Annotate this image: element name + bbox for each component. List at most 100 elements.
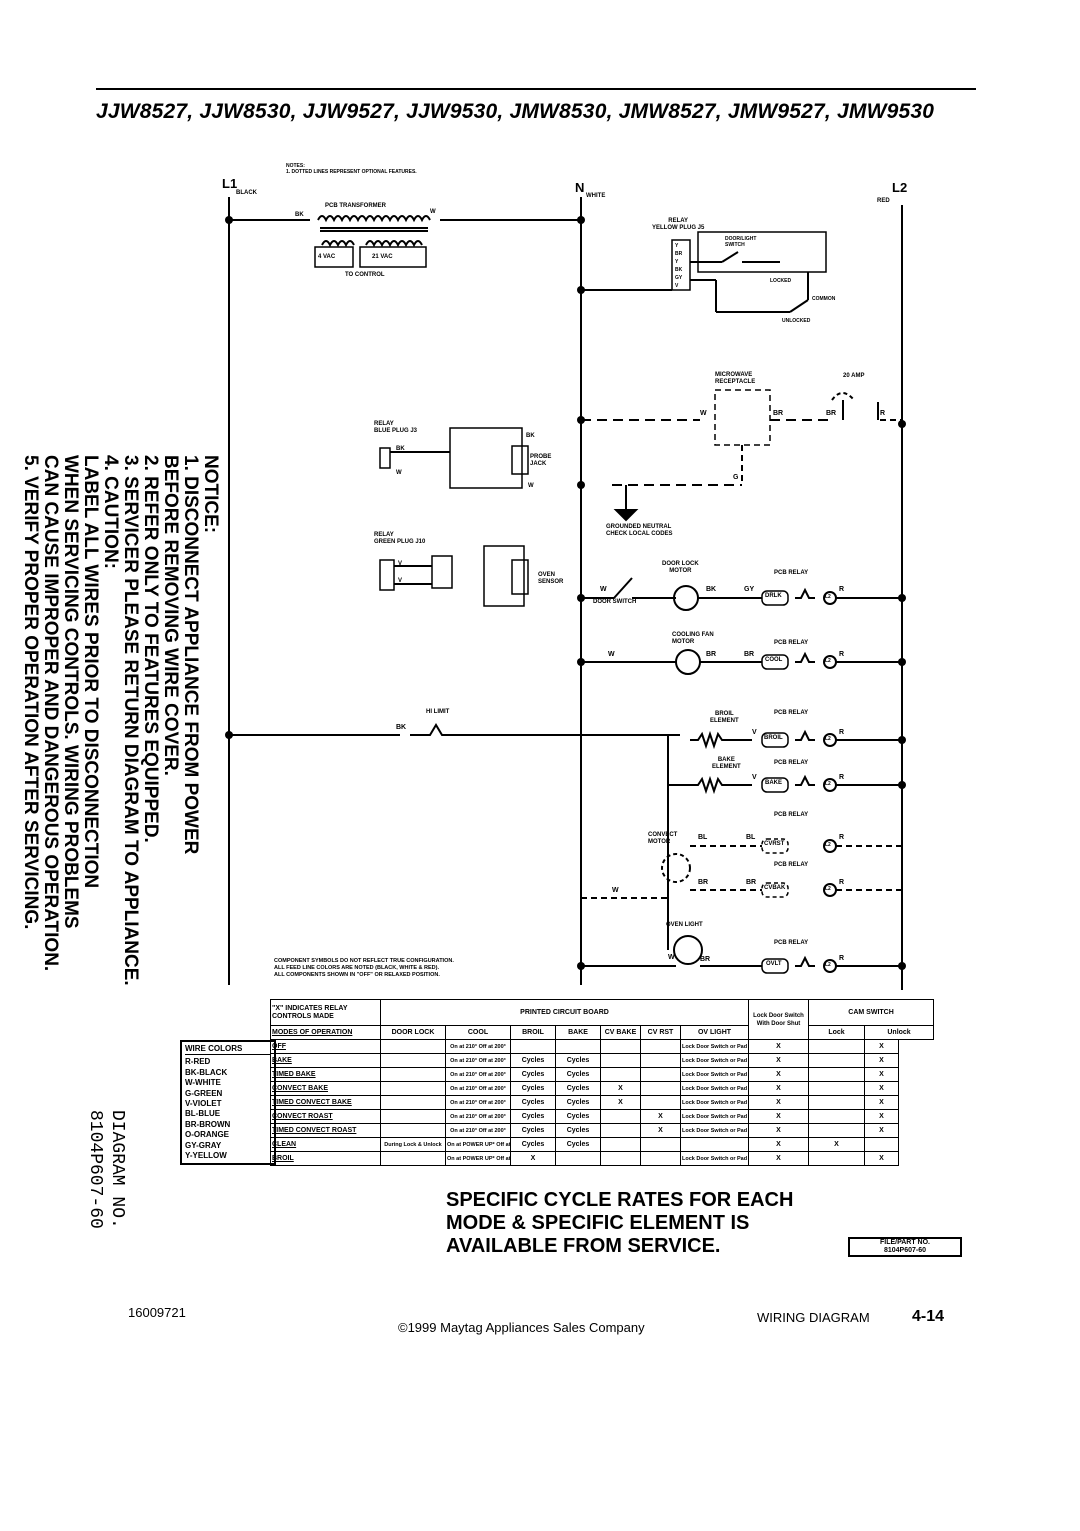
door-lock-motor-label: DOOR LOCK MOTOR xyxy=(662,561,699,575)
table-x-note: "X" INDICATES RELAY CONTROLS MADE xyxy=(270,999,381,1026)
table-cell-ovlight: Lock Door Switch or Pad xyxy=(679,1039,750,1054)
file-part-value: 8104P607-60 xyxy=(883,1247,927,1254)
table-cell-broil: Cycles xyxy=(510,1123,556,1138)
table-board-header: PRINTED CIRCUIT BOARD xyxy=(379,999,750,1026)
component-note: ALL FEED LINE COLORS ARE NOTED (BLACK, W… xyxy=(274,965,439,971)
table-cell-ovlight: Lock Door Switch or Pad xyxy=(679,1109,750,1124)
wire-colors-header: WIRE COLORS xyxy=(185,1044,271,1056)
table-cell-cool: On at 210° Off at 200° xyxy=(445,1095,511,1110)
cooling-fan-label-2: MOTOR xyxy=(672,639,695,645)
table-cell-cvrst xyxy=(640,1081,681,1096)
relay-j5-label-1: RELAY xyxy=(668,218,689,224)
table-col-broil: BROIL xyxy=(510,1025,556,1040)
oven-light-symbol xyxy=(673,935,703,965)
notes-header: NOTES: xyxy=(286,163,305,169)
door-lock-motor-label-2: MOTOR xyxy=(669,568,692,574)
broil-label-2: ELEMENT xyxy=(710,718,739,724)
table-cell-cool: On at POWER UP* Off at 200° xyxy=(445,1137,511,1152)
table-cell-cvbake xyxy=(600,1053,641,1068)
notice-item: 2. REFER ONLY TO FEATURES EQUIPPED. xyxy=(140,455,161,843)
table-cell-door: X xyxy=(748,1095,810,1110)
component-note: ALL COMPONENTS SHOWN IN "OFF" OR RELAXED… xyxy=(274,972,440,978)
pin: BR xyxy=(675,251,683,257)
door-light-switch-label-1: DOOR/LIGHT xyxy=(725,236,757,242)
table-cell-cam_lock xyxy=(808,1123,866,1138)
lock-switch-contact xyxy=(789,299,809,313)
microwave-br: BR xyxy=(773,410,784,417)
hi-limit-bk: BK xyxy=(396,724,407,731)
table-mode-cell: TIMED BAKE xyxy=(270,1067,381,1082)
cooling-fan-w: W xyxy=(608,651,615,658)
bake-r: R xyxy=(839,774,845,781)
convect-motor-symbol xyxy=(661,853,691,883)
notice-item: BEFORE REMOVING WIRE COVER. xyxy=(160,455,181,776)
convect-bl-2: BL xyxy=(746,834,756,841)
table-cell-cvrst xyxy=(640,1137,681,1152)
table-cell-cvrst xyxy=(640,1151,681,1166)
table-cell-broil: Cycles xyxy=(510,1109,556,1124)
footer-section: WIRING DIAGRAM xyxy=(757,1310,870,1325)
table-cell-cool: On at 210° Off at 200° xyxy=(445,1039,511,1054)
table-mode-cell: BAKE xyxy=(270,1053,381,1068)
table-col-ov-light: OV LIGHT xyxy=(679,1025,750,1040)
table-cell-door: X xyxy=(748,1137,810,1152)
table-cell-cool: On at 210° Off at 200° xyxy=(445,1067,511,1082)
transformer-secondary-21vac xyxy=(365,240,423,248)
table-cell-lock xyxy=(380,1109,446,1124)
table-cell-cvbake xyxy=(600,1067,641,1082)
oven-light-l2: L2 xyxy=(825,962,831,968)
ground-arrow xyxy=(613,509,639,522)
table-cell-cam_lock xyxy=(808,1151,866,1166)
convect-bl: BL xyxy=(698,834,708,841)
table-cell-cvbake xyxy=(600,1137,641,1152)
locked-label: LOCKED xyxy=(770,278,792,284)
oven-light-w: W xyxy=(668,954,675,961)
table-col-cv-bake: CV BAKE xyxy=(600,1025,641,1040)
wire-color-item: BR-BROWN xyxy=(185,1119,231,1129)
transformer-21vac: 21 VAC xyxy=(372,254,393,260)
door-lock-pcb-relay: PCB RELAY xyxy=(774,570,809,576)
cooling-fan-r: R xyxy=(839,651,845,658)
door-light-switch-label-2: SWITCH xyxy=(725,242,745,248)
title-rule xyxy=(96,88,976,90)
table-cell-ovlight: Lock Door Switch or Pad xyxy=(679,1095,750,1110)
table-cell-cam_unlock: X xyxy=(864,1067,900,1082)
convect-label-1: CONVECT xyxy=(648,832,678,838)
transformer-4vac: 4 VAC xyxy=(318,254,336,260)
common-label: COMMON xyxy=(812,296,836,302)
bake-label-2: ELEMENT xyxy=(712,764,741,770)
door-switch-label: DOOR SWITCH xyxy=(593,599,637,605)
relay-j10-v2: V xyxy=(398,578,403,584)
table-cell-ovlight: Lock Door Switch or Pad xyxy=(679,1081,750,1096)
table-cell-cool: On at 210° Off at 200° xyxy=(445,1109,511,1124)
table-cell-bake xyxy=(555,1151,601,1166)
table-cell-bake: Cycles xyxy=(555,1095,601,1110)
cooling-fan-relay-tag: COOL xyxy=(765,657,783,663)
door-light-switch-label: DOOR/LIGHT SWITCH xyxy=(725,236,756,248)
table-lock-door-header: Lock Door Switch With Door Shut xyxy=(748,999,810,1040)
relay-j10-label: RELAY GREEN PLUG J10 xyxy=(374,532,425,546)
specific-cycle-note: SPECIFIC CYCLE RATES FOR EACH MODE & SPE… xyxy=(446,1189,793,1258)
table-cell-broil: X xyxy=(510,1151,556,1166)
cooling-fan-br-2: BR xyxy=(744,651,755,658)
hi-limit-label: HI LIMIT xyxy=(426,709,450,715)
convect-relay-tag-1: CVRST xyxy=(764,841,785,847)
oven-light-pcb-relay: PCB RELAY xyxy=(774,940,809,946)
table-cell-lock xyxy=(380,1123,446,1138)
notice-header: NOTICE: xyxy=(200,455,221,534)
table-cell-door: X xyxy=(748,1081,810,1096)
door-switch-contact xyxy=(613,577,633,599)
amp-label: 20 AMP xyxy=(843,373,865,379)
table-cell-ovlight xyxy=(679,1137,750,1152)
table-cell-cam_lock xyxy=(808,1039,866,1054)
table-cell-bake: Cycles xyxy=(555,1081,601,1096)
broil-v: V xyxy=(752,729,757,736)
table-cell-cam_unlock xyxy=(864,1137,900,1152)
wire-color-item: O-ORANGE xyxy=(185,1130,229,1140)
table-cell-broil xyxy=(510,1039,556,1054)
